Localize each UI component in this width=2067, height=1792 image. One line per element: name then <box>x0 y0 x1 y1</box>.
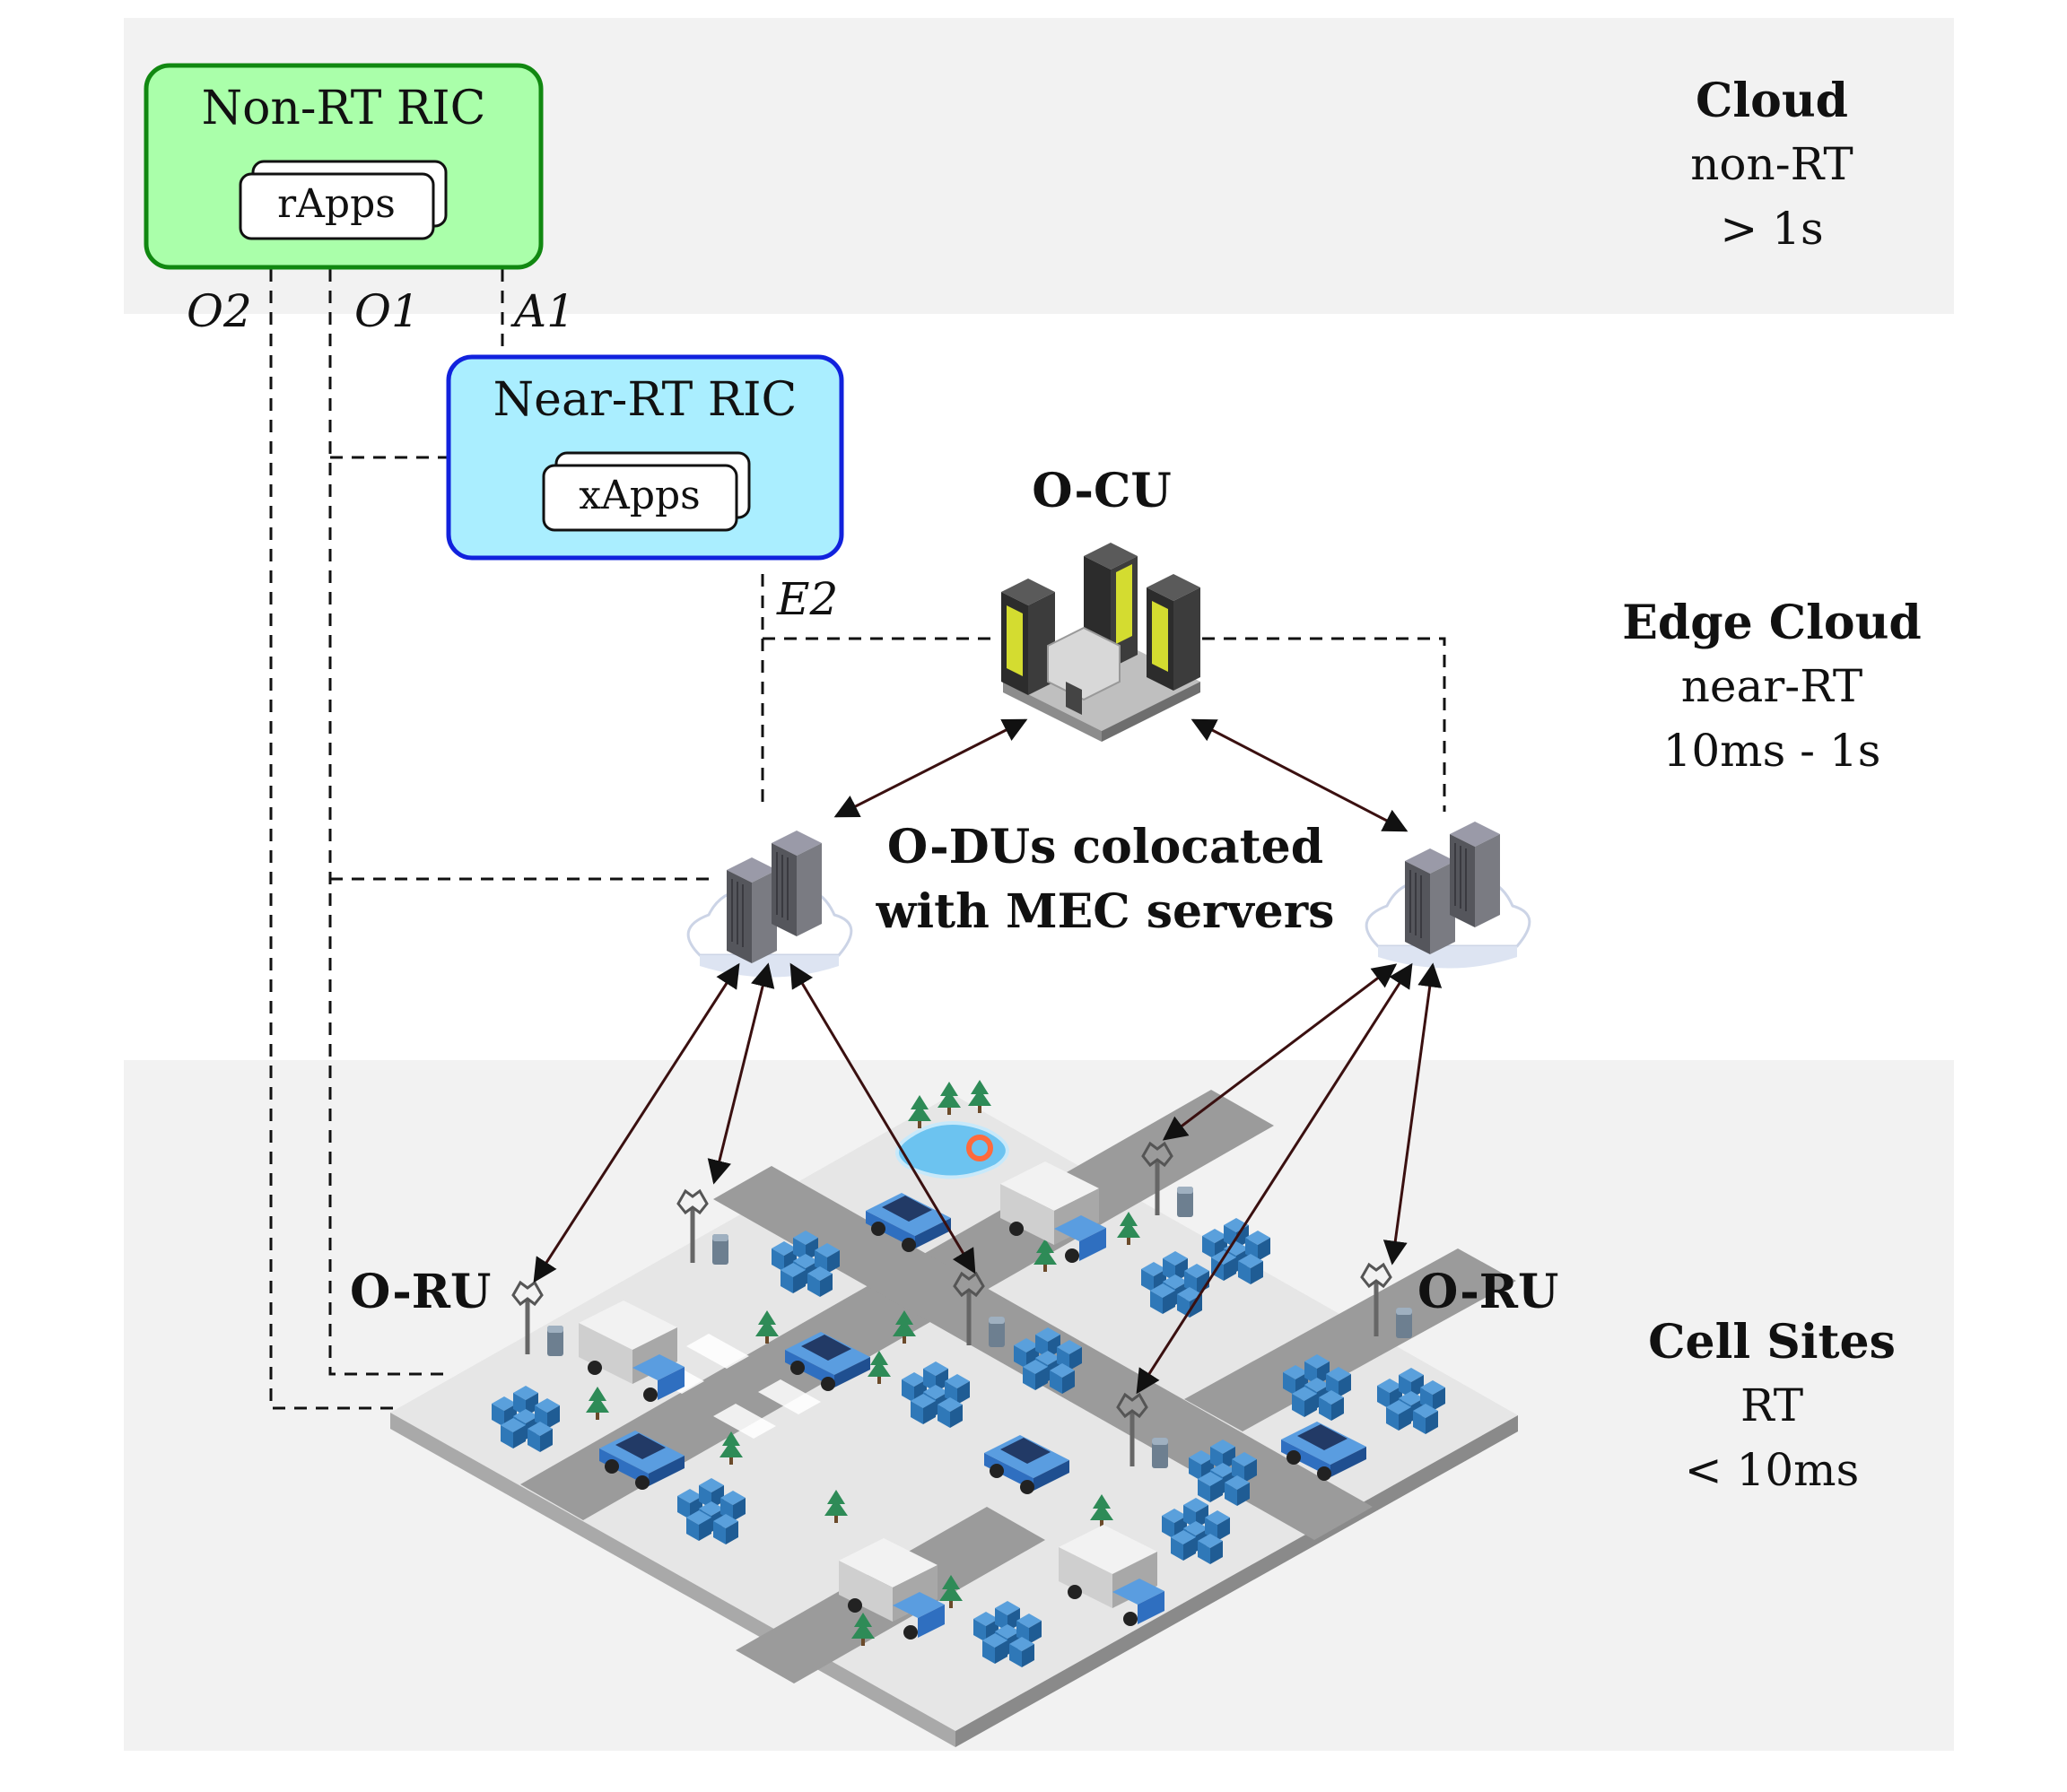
xapps-label: xApps <box>579 473 701 518</box>
odu-right-to-ru-6 <box>1382 962 1443 1266</box>
near-rt-ric: Near-RT RIC xApps <box>446 354 844 561</box>
o-du-label-line2: with MEC servers <box>876 884 1335 939</box>
o-ru-label-right: O-RU <box>1417 1265 1558 1319</box>
cell-tier-rt-class: RT <box>1740 1379 1803 1431</box>
cloud-tier-latency: > 1s <box>1720 203 1823 255</box>
rapps-label: rApps <box>277 181 396 227</box>
a1-label: A1 <box>510 285 575 337</box>
odu-left-to-ru-1 <box>533 962 740 1283</box>
non-rt-ric: Non-RT RIC rApps <box>144 63 544 270</box>
o-ru-label-left: O-RU <box>350 1265 491 1319</box>
o2-label: O2 <box>187 285 252 337</box>
o-cu-datacenter-icon <box>1001 543 1200 742</box>
odu-left-to-ru-2 <box>707 962 775 1185</box>
e2-label: E2 <box>776 573 838 625</box>
e2-ocu-line-right <box>1202 637 1446 812</box>
o1-line <box>328 269 449 1376</box>
odu-right-to-ru-5 <box>1136 962 1413 1395</box>
o-du-mec-server-left <box>688 831 851 978</box>
o-cu-label: O-CU <box>1032 464 1172 518</box>
o1-label: O1 <box>354 285 420 337</box>
ocu-odu-left-arrow <box>833 718 1028 818</box>
xapps-card <box>542 464 738 532</box>
cell-tier-latency: < 10ms <box>1685 1444 1859 1496</box>
link-arrows <box>533 718 1443 1395</box>
interface-lines <box>269 269 1446 1410</box>
edge-tier-title: Edge Cloud <box>1622 596 1922 650</box>
ocu-odu-right-arrow <box>1190 718 1409 832</box>
o-du-mec-server-right <box>1366 822 1530 969</box>
cloud-tier-rt-class: non-RT <box>1690 138 1853 190</box>
edge-tier-rt-class: near-RT <box>1681 660 1863 712</box>
tier-labels: Cloud non-RT > 1s Edge Cloud near-RT 10m… <box>1622 74 1922 1496</box>
cloud-tier-title: Cloud <box>1696 74 1848 128</box>
non-rt-ric-title: Non-RT RIC <box>202 82 486 135</box>
cell-tier-title: Cell Sites <box>1648 1315 1896 1370</box>
odu-left-to-ru-3 <box>789 962 976 1274</box>
near-rt-ric-title: Near-RT RIC <box>493 373 798 427</box>
o-du-label-line1: O-DUs colocated <box>887 820 1323 874</box>
rapps-card <box>239 172 435 240</box>
o2-line <box>269 269 404 1410</box>
edge-tier-latency: 10ms - 1s <box>1663 725 1881 777</box>
